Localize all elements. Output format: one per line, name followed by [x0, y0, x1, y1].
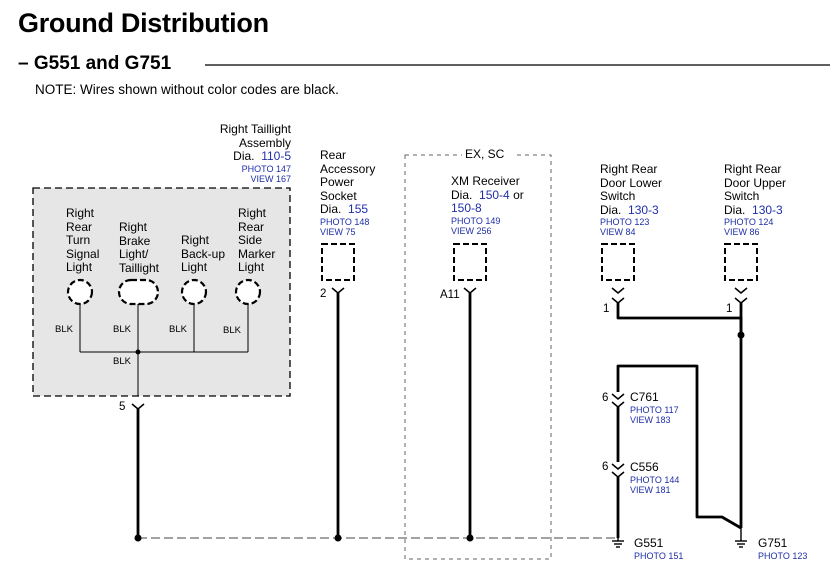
note-text: NOTE: Wires shown without color codes ar… — [35, 82, 339, 97]
pin-number: 6 — [602, 461, 609, 473]
taillight-view-link[interactable]: VIEW 167 — [250, 173, 291, 184]
c761-view-link[interactable]: VIEW 183 — [630, 414, 671, 425]
pin-number: 2 — [320, 288, 327, 300]
pin-number: 1 — [603, 303, 610, 315]
socket-connector — [321, 243, 355, 281]
door-upper-connector — [724, 243, 758, 281]
socket-view-link[interactable]: VIEW 75 — [320, 226, 356, 237]
taillight-label: Right Taillight Assembly Dia. 110-5 PHOT… — [170, 122, 291, 184]
c761-label: C761 PHOTO 117 VIEW 183 — [630, 390, 679, 425]
pin-number: A11 — [440, 289, 460, 301]
c556-photo-link[interactable]: PHOTO 144 — [630, 474, 680, 485]
door-lower-dia-link[interactable]: 130-3 — [628, 202, 659, 217]
turn-signal-bulb — [66, 278, 94, 306]
xm-dia2-link[interactable]: 150-8 — [451, 201, 482, 215]
section-title: – G551 and G751 — [18, 53, 180, 75]
taillight-dia-link[interactable]: 110-5 — [261, 149, 291, 163]
wire-color-label: BLK — [55, 324, 73, 335]
g751-label: G751 PHOTO 123 — [758, 536, 808, 561]
g551-photo-link[interactable]: PHOTO 151 — [634, 550, 684, 561]
c556-label: C556 PHOTO 144 VIEW 181 — [630, 460, 680, 495]
socket-dia-link[interactable]: 155 — [348, 202, 369, 216]
socket-photo-link[interactable]: PHOTO 148 — [320, 216, 370, 227]
c761-photo-link[interactable]: PHOTO 117 — [630, 404, 679, 415]
backup-light-bulb — [180, 278, 208, 306]
page-title: Ground Distribution — [18, 8, 269, 38]
xm-photo-link[interactable]: PHOTO 149 — [451, 215, 501, 226]
xm-connector — [453, 243, 487, 281]
xm-view-link[interactable]: VIEW 256 — [451, 225, 492, 236]
c556-view-link[interactable]: VIEW 181 — [630, 484, 671, 495]
taillight-photo-link[interactable]: PHOTO 147 — [241, 163, 291, 174]
wire-color-label: BLK — [223, 325, 241, 336]
door-upper-dia-link[interactable]: 130-3 — [752, 202, 783, 217]
pin-number: 1 — [726, 303, 733, 315]
door-lower-view-link[interactable]: VIEW 84 — [600, 227, 636, 237]
xm-label: XM Receiver Dia. 150-4 or 150-8 PHOTO 14… — [451, 174, 524, 236]
xm-dia-link[interactable]: 150-4 — [479, 187, 510, 202]
door-lower-connector — [601, 243, 635, 281]
xm-option-label: EX, SC — [465, 147, 505, 161]
wire-color-label: BLK — [113, 324, 131, 335]
splice-dot — [135, 349, 141, 355]
g551-label: G551 PHOTO 151 — [634, 536, 684, 561]
wire-color-label: BLK — [113, 356, 131, 367]
door-upper-view-link[interactable]: VIEW 86 — [724, 227, 760, 237]
brake-light-bulb — [117, 278, 160, 306]
wire-color-label: BLK — [169, 324, 187, 335]
pin-number: 5 — [119, 401, 126, 413]
door-upper-photo-link[interactable]: PHOTO 124 — [724, 217, 774, 227]
pin-number: 6 — [602, 392, 609, 404]
side-marker-bulb — [234, 278, 262, 306]
g751-photo-link[interactable]: PHOTO 123 — [758, 550, 808, 561]
door-lower-photo-link[interactable]: PHOTO 123 — [600, 217, 650, 227]
